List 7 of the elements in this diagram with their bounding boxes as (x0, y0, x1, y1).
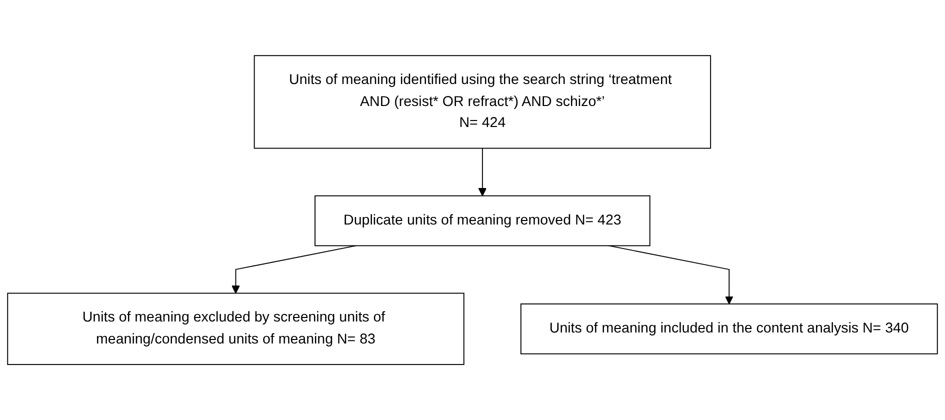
node-box: Duplicate units of meaning removed N= 423 (314, 195, 650, 246)
arrow (232, 245, 357, 294)
node-box: Units of meaning excluded by screening units of meaning/condensed units of meaning N= 83 (7, 292, 464, 365)
node-box: Units of meaning identified using the search string ‘treatment AND (resist* OR refract*) AND schizo*’ N= 424 (254, 55, 712, 149)
arrow (608, 245, 734, 304)
arrow (478, 148, 487, 196)
node-box: Units of meaning included in the content analysis N= 340 (520, 303, 938, 354)
